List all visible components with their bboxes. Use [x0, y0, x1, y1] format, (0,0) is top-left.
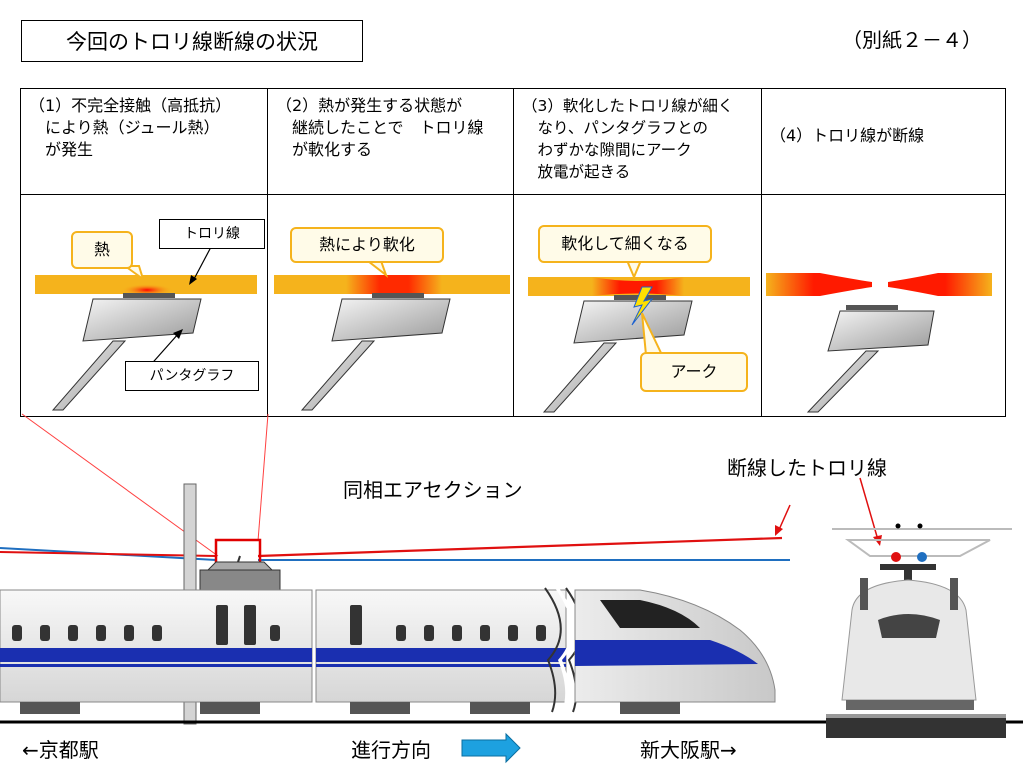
callout-heat: 熱 — [71, 231, 133, 269]
step-4-illustration — [761, 194, 1006, 417]
train-car-1 — [0, 589, 313, 703]
broken-wire-label: 断線したトロリ線 — [727, 456, 887, 480]
step-3-illustration: 軟化して細くなる アーク — [513, 194, 762, 417]
right-station-label: 新大阪駅→ — [640, 738, 737, 762]
steps-table: （1）不完全接触（高抵抗） により熱（ジュール熱） が発生 （2）熱が発生する状… — [20, 88, 1006, 417]
step-3-text: （3）軟化したトロリ線が細く なり、パンタグラフとの わずかな隙間にアーク 放電… — [513, 88, 762, 195]
step-4-text: （4）トロリ線が断線 — [761, 88, 1006, 195]
step-2-illustration: 熱により軟化 — [267, 194, 514, 417]
red-trolley-right — [257, 536, 783, 558]
callout-arc: アーク — [640, 352, 748, 392]
pantograph-arm — [51, 340, 127, 411]
arc-bolt-icon — [631, 286, 654, 326]
pantograph-head — [82, 298, 202, 342]
callout-pantograph: パンタグラフ — [125, 361, 259, 391]
callout-trolley-wire: トロリ線 — [159, 219, 265, 249]
broken-wire-left — [766, 273, 872, 296]
step-1-illustration: 熱 トロリ線 パンタグラフ — [20, 194, 268, 417]
callout-thinned: 軟化して細くなる — [538, 225, 712, 263]
broken-wire-right — [888, 273, 992, 296]
page-title: 今回のトロリ線断線の状況 — [21, 20, 363, 62]
air-section-label: 同相エアセクション — [343, 478, 523, 502]
front-view-train — [826, 523, 1012, 738]
direction-label: 進行方向 — [351, 738, 431, 762]
direction-arrow-icon — [461, 732, 521, 764]
reference-label: （別紙２－４） — [842, 28, 982, 52]
step-1-text: （1）不完全接触（高抵抗） により熱（ジュール熱） が発生 — [20, 88, 268, 195]
train-nose — [574, 589, 776, 703]
left-station-label: ←京都駅 — [22, 738, 99, 762]
callout-softened: 熱により軟化 — [290, 227, 444, 263]
red-trolley-left — [0, 551, 217, 557]
